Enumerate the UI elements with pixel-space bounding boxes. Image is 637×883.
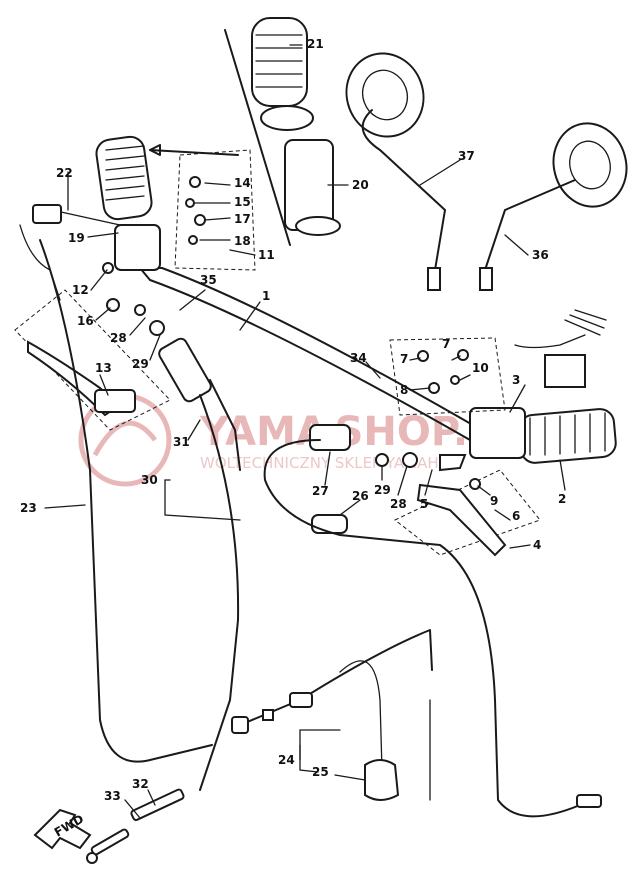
callout-23: 23 — [20, 501, 37, 515]
callout-labels: 21 20 37 36 14 15 17 18 11 19 22 12 16 2… — [20, 37, 566, 803]
callout-21: 21 — [307, 37, 324, 51]
callout-7-left: 7 — [400, 352, 408, 366]
callout-12: 12 — [72, 283, 89, 297]
callout-13: 13 — [95, 361, 112, 375]
callout-4: 4 — [533, 538, 541, 552]
callout-18: 18 — [234, 234, 251, 248]
left-clutch-housing — [102, 176, 206, 312]
callout-10: 10 — [472, 361, 489, 375]
left-lever — [27, 340, 136, 417]
callout-9: 9 — [490, 494, 498, 508]
cable-fittings — [86, 692, 602, 864]
watermark-brand: YAMA — [199, 409, 327, 455]
callout-22: 22 — [56, 166, 73, 180]
callout-37: 37 — [458, 149, 475, 163]
callout-30: 30 — [141, 473, 158, 487]
right-lever — [416, 478, 507, 557]
callout-24: 24 — [278, 753, 295, 767]
callout-25: 25 — [312, 765, 329, 779]
callout-17: 17 — [234, 212, 251, 226]
callout-8: 8 — [400, 383, 408, 397]
callout-35: 35 — [200, 273, 217, 287]
callout-32: 32 — [132, 777, 149, 791]
callout-31: 31 — [173, 435, 190, 449]
grip-detail-box — [149, 17, 341, 246]
callout-28-left: 28 — [110, 331, 127, 345]
callout-1: 1 — [262, 289, 270, 303]
callout-33: 33 — [104, 789, 121, 803]
watermark: YAMA -SHOP.PL WOLTECHNICZNY SKLEP YAMAHA — [78, 393, 523, 487]
callout-19: 19 — [68, 231, 85, 245]
callout-28-right: 28 — [390, 497, 407, 511]
callout-27: 27 — [312, 484, 329, 498]
switch-22 — [19, 204, 121, 301]
callout-14: 14 — [234, 176, 251, 190]
callout-34: 34 — [350, 351, 367, 365]
callout-11: 11 — [258, 248, 275, 262]
callout-5: 5 — [420, 497, 428, 511]
left-grip — [95, 135, 153, 221]
callout-20: 20 — [352, 178, 369, 192]
right-grip — [518, 408, 617, 464]
leader-lines — [44, 44, 566, 819]
callout-29-right: 29 — [374, 483, 391, 497]
callout-16: 16 — [77, 314, 94, 328]
callout-6: 6 — [512, 509, 520, 523]
right-mirror — [479, 122, 628, 291]
left-mirror — [345, 52, 446, 291]
callout-26: 26 — [352, 489, 369, 503]
callout-7-right: 7 — [442, 337, 450, 351]
callout-36: 36 — [532, 248, 549, 262]
forward-arrow: FWD — [33, 808, 92, 850]
callout-29-left: 29 — [132, 357, 149, 371]
right-switch-box — [389, 337, 541, 556]
right-switch — [469, 309, 607, 459]
callout-2: 2 — [558, 492, 566, 506]
callout-15: 15 — [234, 195, 251, 209]
callout-3: 3 — [512, 373, 520, 387]
cables — [39, 239, 581, 818]
